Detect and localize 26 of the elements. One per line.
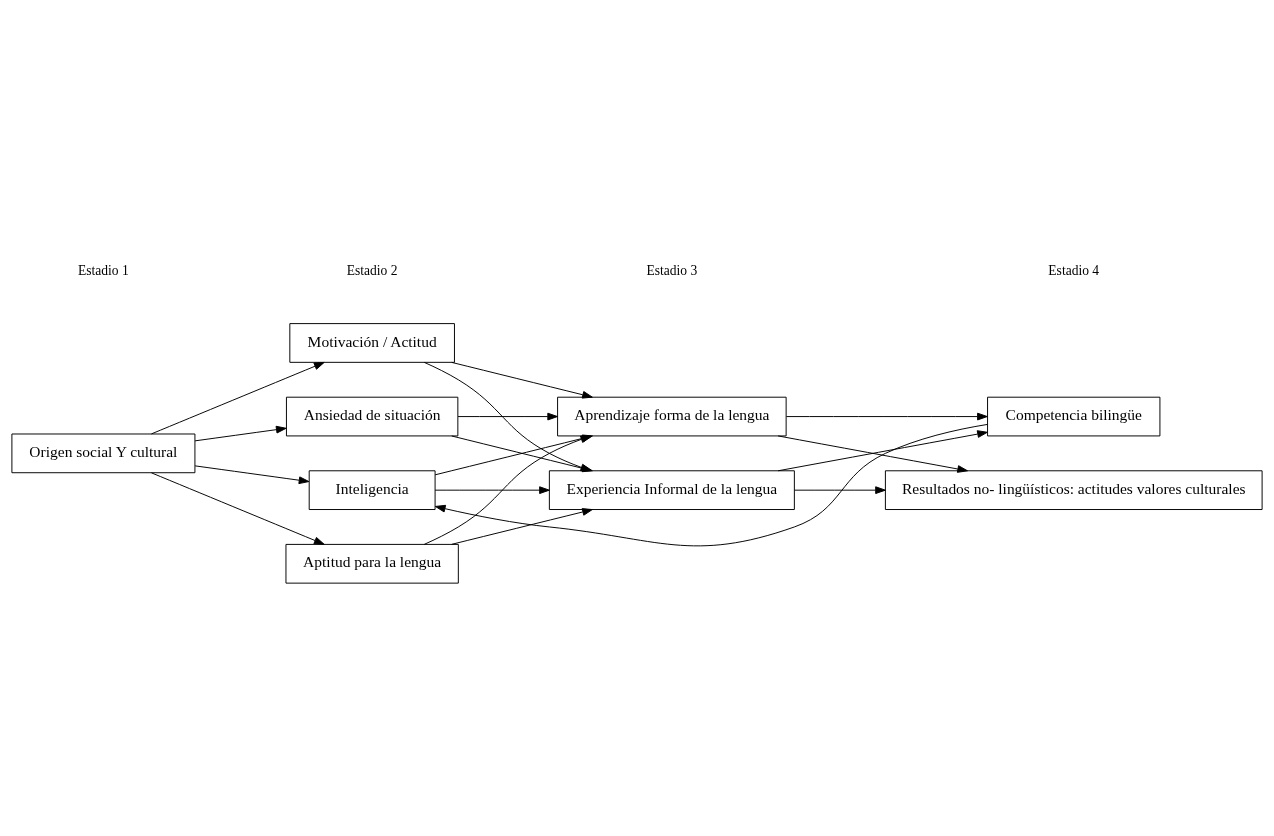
arrow xyxy=(451,361,593,399)
arrow xyxy=(194,425,287,441)
node-box: Resultados no- lingüísticos: actitudes valores culturales xyxy=(884,469,1263,510)
arrow xyxy=(785,412,988,420)
node-box: Aptitud para la lengua xyxy=(285,543,459,584)
arrow xyxy=(777,429,988,471)
node-box: Origen social Y cultural xyxy=(11,433,196,473)
label: Estadio 4 xyxy=(1048,262,1100,278)
arrow xyxy=(194,464,310,484)
arrow xyxy=(434,423,988,546)
arrow xyxy=(457,412,558,420)
label: Estadio 2 xyxy=(346,262,398,278)
node-box: Inteligencia xyxy=(308,469,436,510)
arrow xyxy=(151,361,325,434)
arrow xyxy=(777,434,968,473)
node-box: Experiencia Informal de la lengua xyxy=(548,469,795,510)
label: Estadio 1 xyxy=(78,262,129,278)
node-box: Ansiedad de situación xyxy=(285,396,459,436)
arrow xyxy=(151,471,325,545)
arrow xyxy=(793,485,886,494)
node-box: Competencia bilingüe xyxy=(987,396,1161,436)
arrow xyxy=(434,485,550,494)
node-box: Motivación / Actitud xyxy=(289,322,455,363)
arrow xyxy=(451,507,593,545)
label: Estadio 3 xyxy=(646,262,698,278)
node-box: Aprendizaje forma de la lengua xyxy=(557,396,787,436)
